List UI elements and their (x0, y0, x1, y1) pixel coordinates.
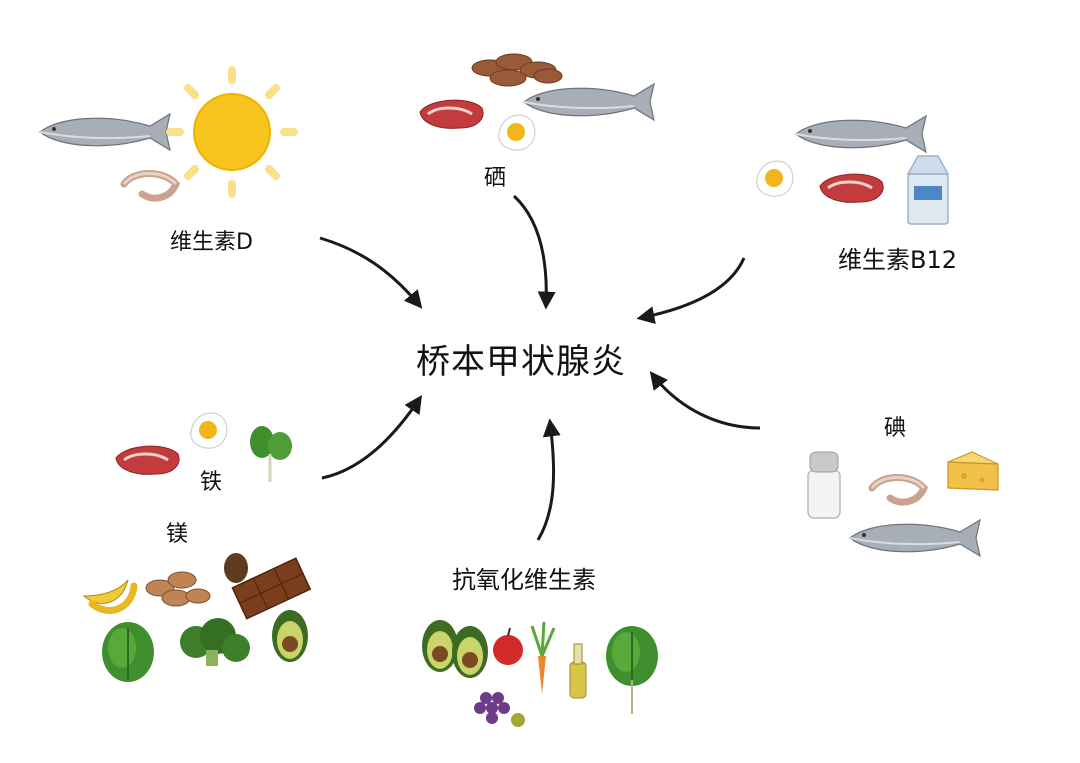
nutrient-label-magnesium: 镁 (166, 516, 188, 548)
mixed-nuts-icon (146, 572, 210, 606)
lettuce-icon (606, 626, 658, 714)
fish-icon (40, 114, 170, 150)
brazil-nuts-icon (472, 54, 562, 86)
avocado-half-icon (452, 626, 488, 678)
olive-icon (511, 713, 525, 727)
egg-icon (191, 413, 227, 448)
antioxidant-food-icons (422, 620, 658, 727)
broccoli-icon (180, 618, 250, 666)
meat-icon (420, 100, 483, 128)
selenium-food-icons (420, 54, 654, 150)
vitamin-b12-food-icons (757, 116, 948, 224)
arrow-selenium (514, 196, 546, 306)
center-condition-label: 桥本甲状腺炎 (416, 334, 626, 383)
arrow-vitamin-b12 (640, 258, 744, 318)
spinach-icon (102, 622, 154, 682)
arrow-antioxidant (538, 422, 554, 540)
meat-icon (116, 446, 179, 474)
egg-icon (757, 161, 793, 196)
fish-icon (524, 84, 654, 120)
magnesium-food-icons (84, 553, 310, 682)
arrow-vitamin-d (320, 238, 420, 306)
fish-icon (850, 520, 980, 556)
avocado-seed-icon (224, 553, 248, 583)
sun-icon (170, 70, 294, 194)
nutrient-label-selenium: 硒 (484, 160, 506, 192)
shrimp-icon (124, 174, 176, 199)
nutrient-label-iodine: 碘 (884, 410, 906, 442)
avocado-icon (272, 610, 308, 662)
olive-oil-icon (570, 644, 586, 698)
arrow-iron (322, 398, 420, 478)
banana-icon (84, 580, 134, 610)
carrot-icon (532, 622, 554, 694)
nutrient-label-iron: 铁 (200, 464, 222, 496)
nutrient-label-vitamin-d: 维生素D (170, 224, 253, 256)
nutrient-label-vitamin-b12: 维生素B12 (838, 240, 957, 275)
nutrient-label-antioxidant-vitamins: 抗氧化维生素 (452, 560, 596, 595)
spinach-icon (250, 426, 292, 482)
apple-icon (493, 628, 523, 665)
salt-shaker-icon (808, 452, 840, 518)
arrow-iodine (652, 374, 760, 428)
egg-icon (499, 115, 535, 150)
milk-carton-icon (908, 156, 948, 224)
vitamin-d-food-icons (40, 70, 294, 198)
shrimp-icon (872, 478, 924, 503)
cheese-icon (948, 452, 998, 490)
grapes-icon (474, 692, 510, 724)
meat-icon (820, 174, 883, 202)
fish-icon (796, 116, 926, 152)
iodine-food-icons (808, 452, 998, 556)
